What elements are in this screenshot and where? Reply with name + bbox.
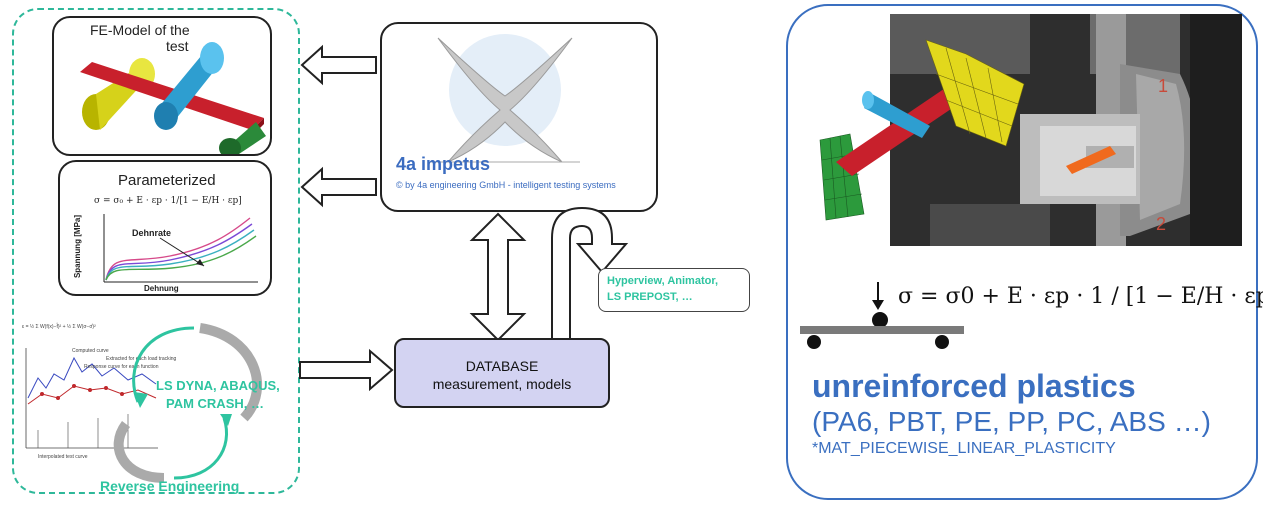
reverse-engineering-plot: ε = ½ Σ W(f(x)−f̂)² + ½ Σ W(σ−σ̂)² [22,323,158,449]
blue-roller-overlay [862,91,930,138]
cycle-arrows [113,323,263,483]
green-roller [219,122,266,154]
plot-label-interpolated: Interpolated test curve [38,454,88,460]
plot-label-computed: Computed curve [72,348,109,354]
solvers-line-1: LS DYNA, ABAQUS, [156,378,280,393]
test-setup-photo: 1 2 [890,14,1242,246]
material-equation: σ = σ0 + E · εp · 1 / [1 − E/H · εp] [898,286,1263,308]
green-mesh-support [819,133,865,221]
stress-strain-curves [103,214,258,283]
parameterized-formula: σ = σ₀ + E · εp · 1/[1 − E/H · εp] [94,196,242,206]
plot-label-extracted: Extracted for each load tracking [106,356,177,362]
fe-overlay [819,39,1025,221]
blue-roller [154,42,224,130]
postprocessors-line-1: Hyperview, Animator, [607,275,719,287]
arrow-to-database [299,348,394,392]
database-title: DATABASE [465,358,539,374]
svg-text:ε = ½ Σ W(f(x)−f̂)² + ½ Σ W(σ−: ε = ½ Σ W(f(x)−f̂)² + ½ Σ W(σ−σ̂)² [22,323,96,330]
material-list: (PA6, PBT, PE, PP, PC, ABS …) [812,406,1211,437]
x-axis-label: Dehnung [144,284,179,293]
fixture-mark-2: 2 [1156,214,1166,234]
bidirectional-arrow [469,212,527,342]
impetus-copyright: © by 4a engineering GmbH - intelligent t… [396,180,616,190]
arrow-to-fe-model [300,44,377,86]
fixture-mark-1: 1 [1158,76,1168,96]
impetus-logo [430,34,580,163]
parameterized-panel: Parameterized σ = σ₀ + E · εp · 1/[1 − E… [58,160,272,296]
postprocessors-line-2: LS PREPOST, … [607,291,693,303]
material-heading: unreinforced plastics [812,368,1136,404]
impetus-panel: 4a impetus © by 4a engineering GmbH - in… [380,22,658,212]
solvers-line-2: PAM CRASH, … [166,396,264,411]
equation-text: σ = σ0 + E · εp · 1 / [1 − E/H · εp] [898,284,1263,309]
parameterized-title: Parameterized [118,172,216,189]
database-panel: DATABASE measurement, models [394,338,610,408]
fe-model-title-2: test [166,38,189,54]
fe-process-group [12,8,300,494]
reverse-engineering-area: ε = ½ Σ W(f(x)−f̂)² + ½ Σ W(σ−σ̂)² Compu… [18,318,288,494]
database-subtitle: measurement, models [432,376,572,392]
yellow-mesh-support [925,39,1025,147]
impetus-name: 4a impetus [396,154,491,174]
fe-model-title-1: FE-Model of the [90,22,190,38]
dehnrate-label: Dehnrate [132,228,172,238]
reverse-engineering-label: Reverse Engineering [100,478,240,494]
postprocessors-panel: Hyperview, Animator, LS PREPOST, … [598,268,750,312]
fe-model-illustration [80,42,266,154]
fe-model-panel: FE-Model of the test [52,16,272,156]
plot-label-response: Response curve for each function [84,364,159,370]
arrow-to-postprocessors [551,206,629,341]
arrow-to-parameterized [300,166,377,208]
material-keyword: *MAT_PIECEWISE_LINEAR_PLASTICITY [812,440,1116,457]
y-axis-label: Spannung [MPa] [73,214,83,279]
three-point-bend-schematic [800,282,964,349]
